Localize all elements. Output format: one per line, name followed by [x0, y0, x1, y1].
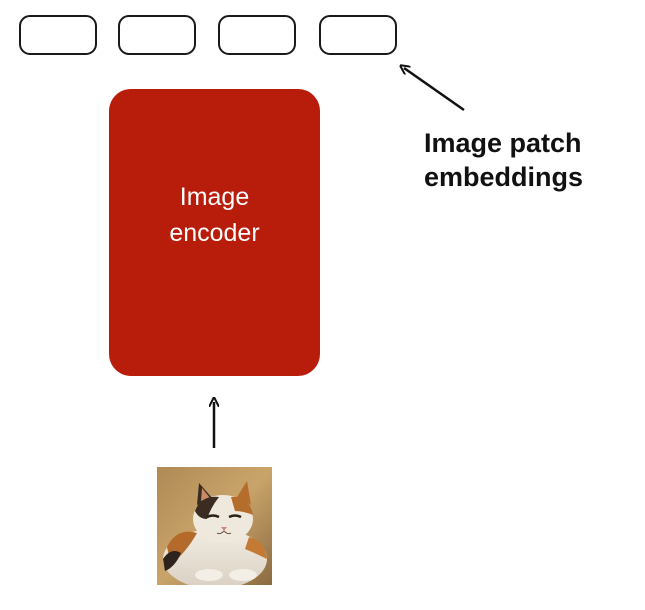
patch-embedding-box-1 — [19, 15, 97, 55]
patch-embedding-box-4 — [319, 15, 397, 55]
patch-embedding-box-3 — [218, 15, 296, 55]
cat-illustration — [157, 467, 272, 585]
encoder-label-line1: Image — [179, 182, 250, 211]
encoder-label-line2: encoder — [169, 218, 260, 247]
image-encoder-block: Image encoder — [109, 89, 320, 376]
patch-embeddings-label: Image patch embeddings — [424, 126, 583, 194]
patch-label-line1: Image patch — [424, 128, 582, 158]
annotation-arrow — [404, 68, 465, 112]
patch-embedding-box-2 — [118, 15, 196, 55]
cat-photo — [157, 467, 272, 585]
patch-label-line2: embeddings — [424, 162, 584, 192]
